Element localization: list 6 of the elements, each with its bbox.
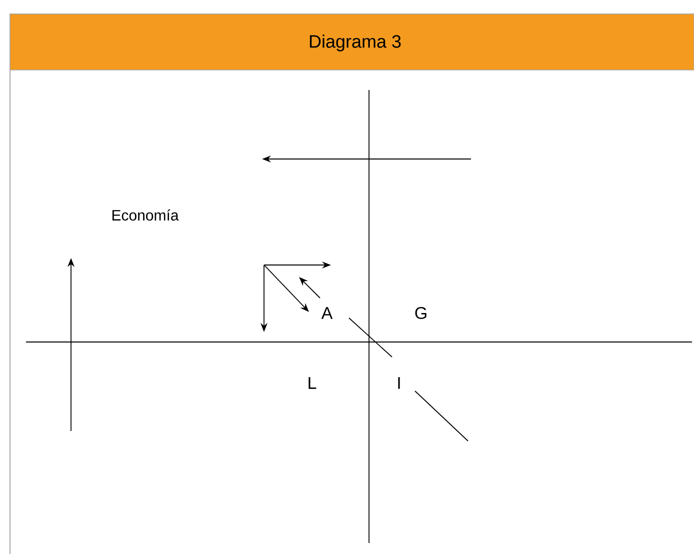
title-bar: Diagrama 3 (10, 14, 694, 70)
quadrant-label: A (321, 307, 333, 319)
region-label: Economía (112, 209, 179, 221)
quadrant-label: G (415, 306, 426, 320)
quadrant-label: L (308, 377, 316, 389)
quadrant-label: I (398, 377, 400, 389)
